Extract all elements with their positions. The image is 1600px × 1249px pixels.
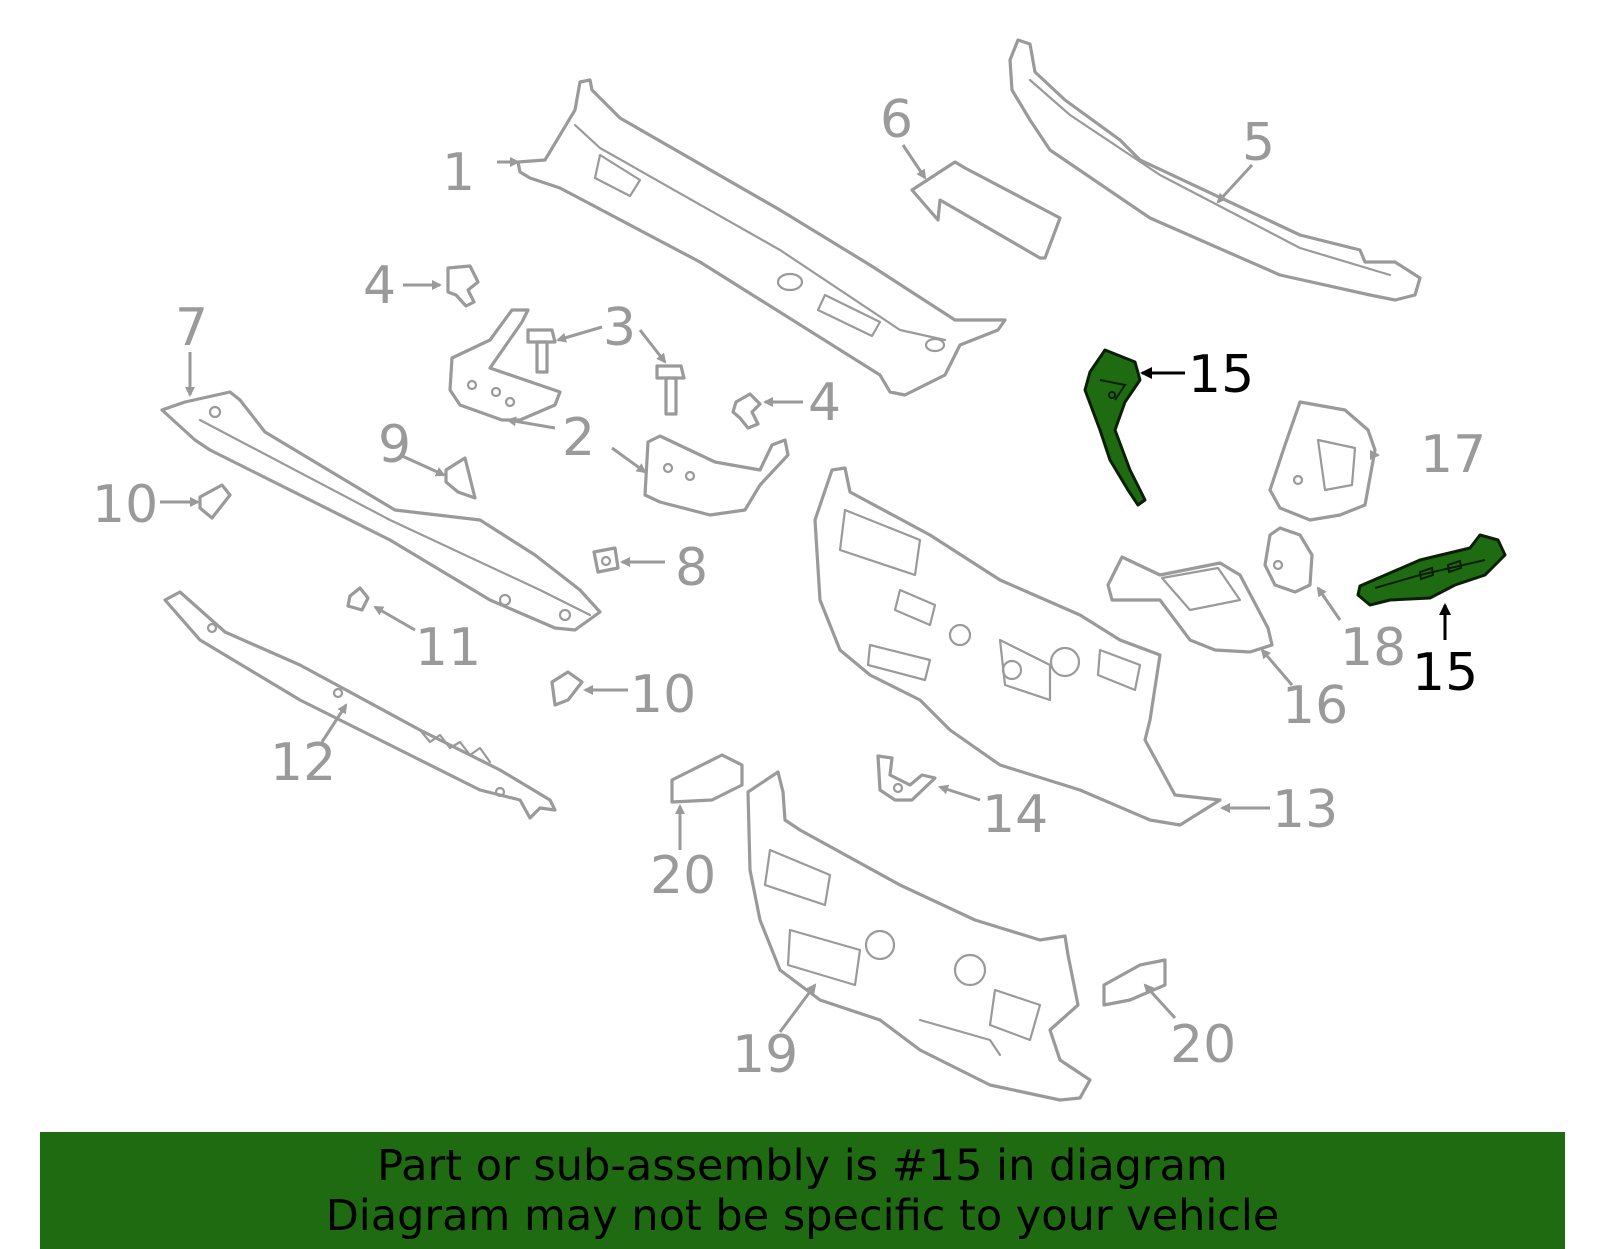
part-11-nut xyxy=(346,586,370,612)
part-12-strip xyxy=(163,590,557,820)
part-8-nut xyxy=(592,546,620,574)
callout-1: 1 xyxy=(442,143,475,203)
banner-line-part-number: Part or sub-assembly is #15 in diagram xyxy=(377,1140,1228,1191)
part-15-highlighted-upper xyxy=(1083,348,1147,507)
part-2-bracket-right xyxy=(643,434,790,517)
callout-15-upper: 15 xyxy=(1188,345,1254,405)
callout-4-lower: 4 xyxy=(808,373,841,433)
callout-11: 11 xyxy=(415,618,481,678)
info-banner: Part or sub-assembly is #15 in diagram D… xyxy=(40,1132,1565,1249)
part-18-bracket xyxy=(1263,526,1314,594)
part-4-clip-upper xyxy=(446,264,480,308)
part-17-bracket xyxy=(1268,400,1377,522)
callout-16: 16 xyxy=(1282,676,1348,736)
callout-9: 9 xyxy=(378,415,411,475)
part-16-support xyxy=(1106,555,1274,654)
part-20-block-right xyxy=(1102,958,1167,1007)
part-9-bracket xyxy=(444,456,477,500)
part-5-upper-bar xyxy=(1008,38,1422,302)
leader-lines-highlight xyxy=(1140,367,1451,640)
part-4-clip-lower xyxy=(731,392,762,430)
callout-19: 19 xyxy=(732,1025,798,1085)
leader-lines xyxy=(160,144,1380,1033)
callout-13: 13 xyxy=(1272,780,1338,840)
callout-10-lower: 10 xyxy=(630,665,696,725)
part-15-highlighted-lower xyxy=(1356,533,1507,607)
part-13-dash-panel xyxy=(813,466,1222,827)
callout-20-left: 20 xyxy=(650,846,716,906)
part-20-block-left xyxy=(670,753,744,804)
part-10-clip-lower xyxy=(550,670,584,707)
part-10-clip-left xyxy=(198,483,232,520)
banner-line-disclaimer: Diagram may not be specific to your vehi… xyxy=(325,1190,1280,1241)
callout-12: 12 xyxy=(270,733,336,793)
callout-2: 2 xyxy=(562,408,595,468)
callout-5: 5 xyxy=(1242,113,1275,173)
part-14-bracket xyxy=(876,754,937,802)
callout-8: 8 xyxy=(675,538,708,598)
callout-6: 6 xyxy=(880,90,913,150)
callout-15-lower: 15 xyxy=(1412,643,1478,703)
part-1-cowl-panel xyxy=(516,78,1007,397)
callout-10-left: 10 xyxy=(92,475,158,535)
callout-3: 3 xyxy=(603,298,636,358)
callout-18: 18 xyxy=(1340,618,1406,678)
callout-4-upper: 4 xyxy=(363,256,396,316)
parts-diagram: 1 2 3 4 4 5 6 7 8 9 10 10 11 12 13 14 15… xyxy=(92,38,1507,1102)
callout-labels: 1 2 3 4 4 5 6 7 8 9 10 10 11 12 13 14 15… xyxy=(92,90,1486,1085)
part-2-bracket-left xyxy=(448,308,562,422)
callout-7: 7 xyxy=(175,298,208,358)
callout-17: 17 xyxy=(1420,425,1486,485)
part-7-cross-member xyxy=(160,390,602,632)
part-19-insulator xyxy=(746,770,1092,1102)
part-6-panel xyxy=(910,160,1062,260)
callout-20-right: 20 xyxy=(1170,1015,1236,1075)
part-3-bolts xyxy=(526,328,686,416)
callout-14: 14 xyxy=(982,785,1048,845)
